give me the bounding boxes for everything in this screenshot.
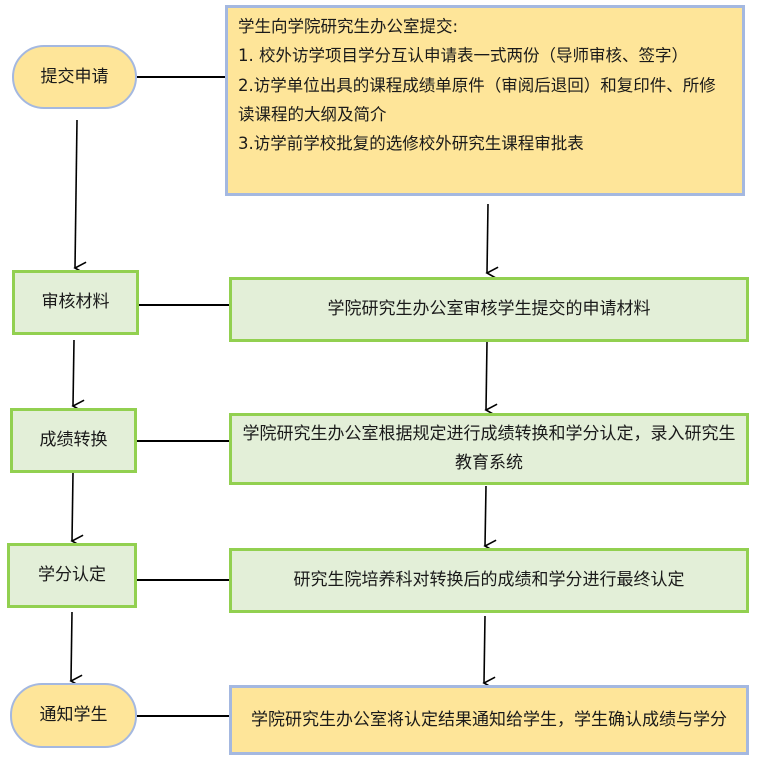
step-notify-student: 通知学生: [10, 683, 137, 748]
step-submit-detail: 学生向学院研究生办公室提交: 1. 校外访学项目学分互认申请表一式两份（导师审核…: [225, 5, 745, 196]
arrow-right-1: [485, 203, 499, 280]
step-label: 成绩转换: [39, 430, 108, 451]
step-label: 学分认定: [38, 565, 106, 586]
step-review-detail: 学院研究生办公室审核学生提交的申请材料: [229, 277, 749, 342]
step-grade-conversion: 成绩转换: [10, 408, 137, 473]
arrow-right-3: [483, 485, 497, 553]
arrow-right-4: [482, 615, 496, 690]
step-review-materials: 审核材料: [12, 270, 139, 335]
step-detail: 学院研究生办公室根据规定进行成绩转换和学分认定，录入研究生教育系统: [242, 424, 736, 473]
step-conversion-detail: 学院研究生办公室根据规定进行成绩转换和学分认定，录入研究生教育系统: [229, 413, 749, 485]
step-recognition-detail: 研究生院培养科对转换后的成绩和学分进行最终认定: [229, 548, 749, 613]
step-submit-application: 提交申请: [12, 45, 137, 109]
arrow-right-2: [484, 341, 498, 417]
step-label: 通知学生: [39, 705, 108, 726]
step-label: 审核材料: [41, 292, 110, 313]
arrow-left-1: [73, 119, 87, 275]
arrow-left-3: [70, 472, 84, 548]
step-label: 提交申请: [40, 66, 109, 87]
step-notify-detail: 学院研究生办公室将认定结果通知给学生，学生确认成绩与学分: [229, 685, 749, 755]
step-detail: 学院研究生办公室审核学生提交的申请材料: [327, 299, 651, 320]
step-credit-recognition: 学分认定: [7, 543, 137, 608]
step-detail: 学院研究生办公室将认定结果通知给学生，学生确认成绩与学分: [251, 709, 727, 730]
detail-line: 1. 校外访学项目学分互认申请表一式两份（导师审核、签字）: [238, 46, 688, 66]
arrow-left-4: [69, 611, 83, 688]
arrow-left-2: [71, 339, 85, 413]
detail-line: 3.访学前学校批复的选修校外研究生课程审批表: [238, 134, 584, 154]
detail-line: 学生向学院研究生办公室提交:: [238, 17, 459, 36]
detail-line: 2.访学单位出具的课程成绩单原件（审阅后退回）和复印件、所修读课程的大纲及简介: [238, 75, 716, 125]
step-detail: 研究生院培养科对转换后的成绩和学分进行最终认定: [293, 570, 685, 591]
